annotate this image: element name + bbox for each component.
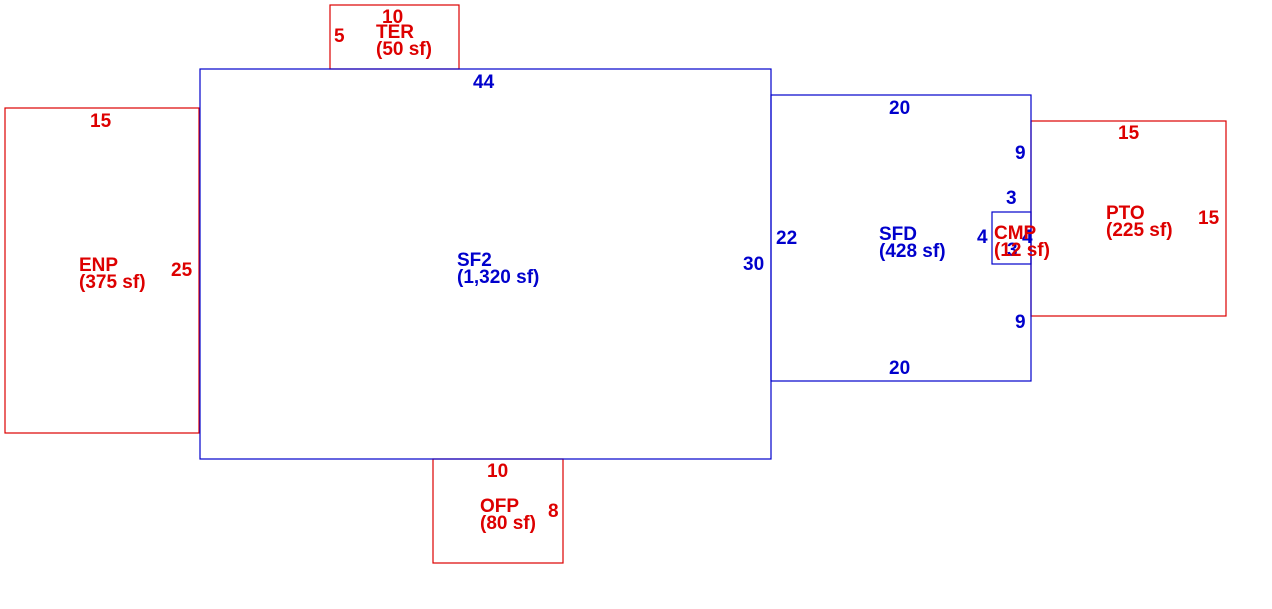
ter-area: (50 sf) (376, 39, 432, 60)
sf2-top-dim: 44 (473, 72, 495, 93)
enp-outline (4, 107, 200, 434)
cmp-top-dim: 3 (1006, 188, 1017, 209)
ofp-area: (80 sf) (480, 513, 536, 534)
ter-code: TER (376, 22, 414, 43)
pto-top-dim: 15 (1118, 123, 1140, 144)
cmp-left-dim: 4 (977, 227, 988, 248)
cmp-right-dim: 4 (1022, 227, 1033, 248)
sf2-left-dim: 25 (171, 260, 193, 281)
sfd-code: SFD (879, 224, 917, 245)
sfd-top-dim: 20 (889, 98, 910, 119)
sfd-right-lower-dim: 9 (1015, 312, 1026, 333)
cmp-area: (12 sf) (994, 240, 1050, 261)
ter-left-dim: 5 (334, 26, 345, 47)
cmp-code: CMP (994, 223, 1037, 244)
sf2-area: (1,320 sf) (457, 267, 539, 288)
pto-area: (225 sf) (1106, 220, 1173, 241)
enp-code: ENP (79, 255, 118, 276)
pto-right-dim: 15 (1198, 208, 1220, 229)
cmp-bottom-dim: 3 (1007, 240, 1018, 261)
sf2-right-dim: 30 (743, 254, 764, 275)
sfd-area: (428 sf) (879, 241, 946, 262)
sf2-code: SF2 (457, 250, 492, 271)
ofp-right-dim: 8 (548, 501, 559, 522)
pto-code: PTO (1106, 203, 1145, 224)
sfd-left-dim: 22 (776, 228, 797, 249)
enp-top-dim: 15 (90, 111, 112, 132)
ter-top-dim: 10 (382, 7, 403, 28)
ofp-top-dim: 10 (487, 461, 508, 482)
sfd-bottom-dim: 20 (889, 358, 910, 379)
cmp-outline (991, 211, 1032, 265)
enp-area: (375 sf) (79, 272, 146, 293)
sfd-right-upper-dim: 9 (1015, 143, 1026, 164)
ofp-code: OFP (480, 496, 519, 517)
